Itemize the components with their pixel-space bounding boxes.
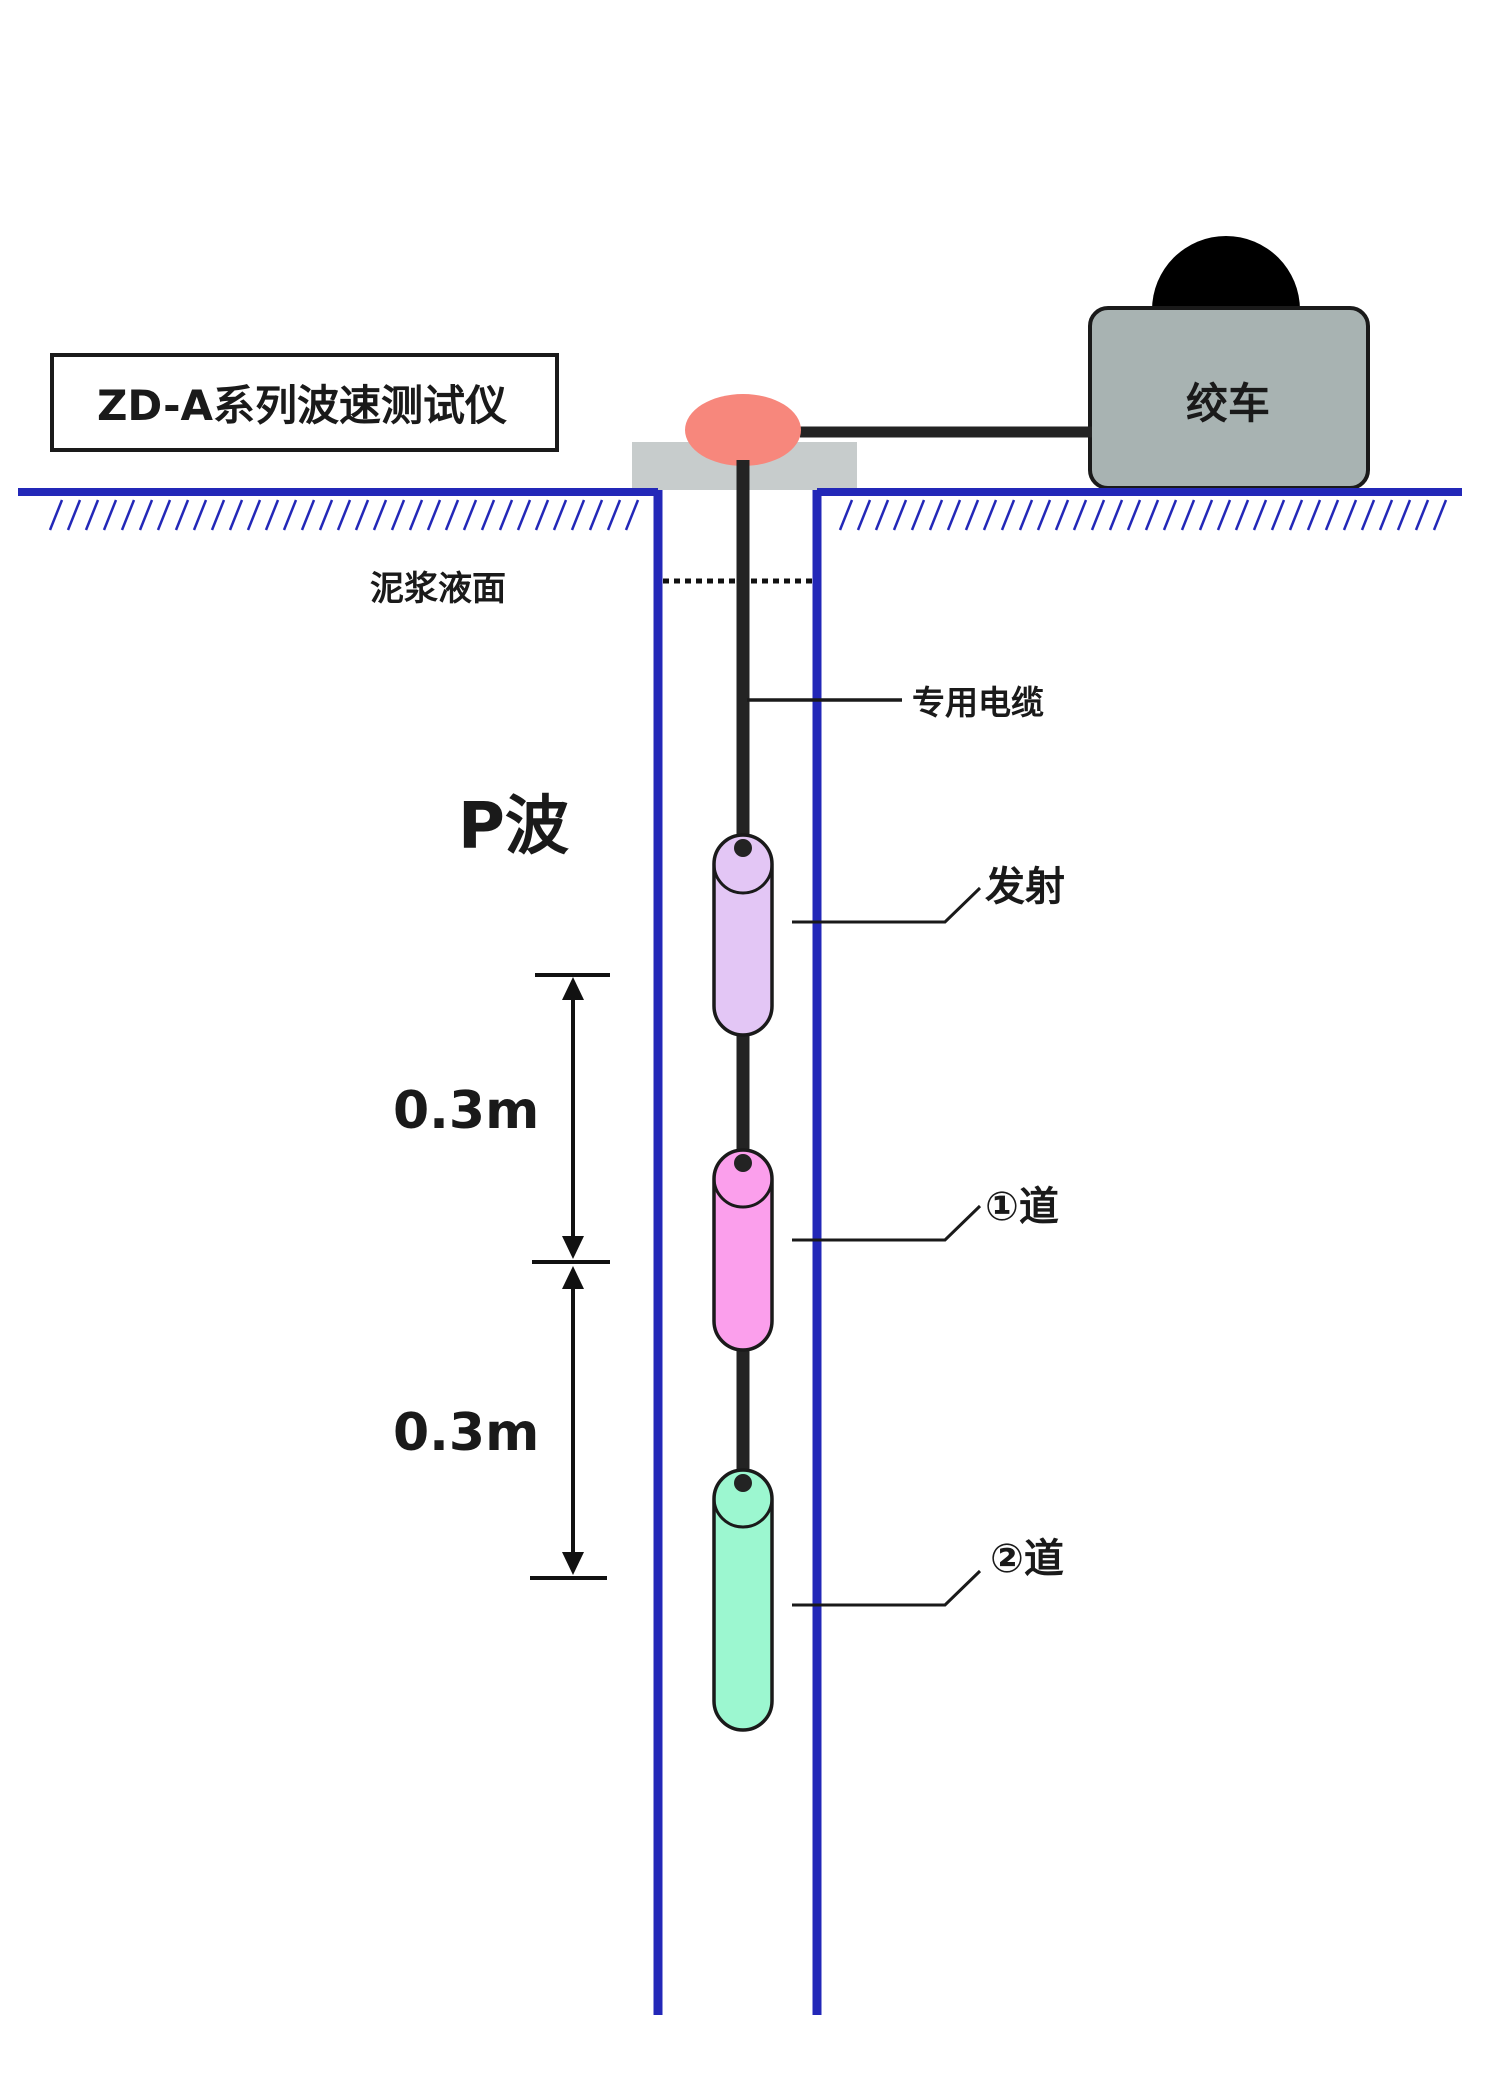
hatch-mark xyxy=(1270,499,1286,531)
hatch-mark xyxy=(210,499,226,531)
hatch-mark xyxy=(552,499,568,531)
hatch-mark xyxy=(1072,499,1088,531)
hatch-mark xyxy=(910,499,926,531)
hatch-mark xyxy=(874,499,890,531)
hatch-mark xyxy=(1036,499,1052,531)
hatch-mark xyxy=(1000,499,1016,531)
hatch-mark xyxy=(946,499,962,531)
hatch-mark xyxy=(138,499,154,531)
hatch-mark xyxy=(1216,499,1232,531)
hatch-mark xyxy=(300,499,316,531)
hatch-mark xyxy=(102,499,118,531)
hatch-mark xyxy=(192,499,208,531)
hatch-mark xyxy=(1144,499,1160,531)
hatch-mark xyxy=(1306,499,1322,531)
hatch-mark xyxy=(982,499,998,531)
hatch-mark xyxy=(372,499,388,531)
hatch-mark xyxy=(588,499,604,531)
cable-label: 专用电缆 xyxy=(912,683,1044,722)
hatch-mark xyxy=(282,499,298,531)
hatch-mark xyxy=(84,499,100,531)
ground-hatching-left xyxy=(48,499,640,531)
transmitter-label: 发射 xyxy=(985,864,1065,910)
hatch-mark xyxy=(1414,499,1430,531)
channel1-leader xyxy=(792,1204,982,1242)
hatch-mark xyxy=(856,499,872,531)
mud-level-label: 泥浆液面 xyxy=(370,569,506,609)
hatch-mark xyxy=(462,499,478,531)
hatch-mark xyxy=(1360,499,1376,531)
hatch-mark xyxy=(1054,499,1070,531)
wave-type-label: P波 xyxy=(458,790,569,864)
hatch-mark xyxy=(66,499,82,531)
hatch-mark xyxy=(174,499,190,531)
hatch-mark xyxy=(1288,499,1304,531)
hatch-mark xyxy=(534,499,550,531)
hatch-mark xyxy=(1018,499,1034,531)
hatch-mark xyxy=(1342,499,1358,531)
channel1-label: ①道 xyxy=(985,1184,1059,1230)
hatch-mark xyxy=(1108,499,1124,531)
hatch-mark xyxy=(48,499,64,531)
hatch-mark xyxy=(480,499,496,531)
hatch-mark xyxy=(318,499,334,531)
hatch-mark xyxy=(1396,499,1412,531)
spacing-dimension xyxy=(530,973,610,1580)
hatch-mark xyxy=(624,499,640,531)
winch-label: 绞车 xyxy=(1186,379,1270,428)
hatch-mark xyxy=(964,499,980,531)
hatch-mark xyxy=(606,499,622,531)
hatch-mark xyxy=(228,499,244,531)
hatch-mark xyxy=(1432,499,1448,531)
hatch-mark xyxy=(1378,499,1394,531)
hatch-mark xyxy=(1162,499,1178,531)
hatch-mark xyxy=(246,499,262,531)
hatch-mark xyxy=(892,499,908,531)
winch: 绞车 xyxy=(1088,236,1370,490)
hatch-mark xyxy=(928,499,944,531)
hatch-mark xyxy=(838,499,854,531)
hatch-mark xyxy=(120,499,136,531)
hatch-mark xyxy=(426,499,442,531)
spacing-lower-label: 0.3m xyxy=(393,1403,539,1463)
arrow-down-icon xyxy=(562,1552,584,1575)
channel2-label: ②道 xyxy=(990,1536,1064,1582)
arrow-up-icon xyxy=(562,1266,584,1289)
spacing-arrowheads xyxy=(562,977,584,1575)
hatch-mark xyxy=(1180,499,1196,531)
hatch-mark xyxy=(1126,499,1142,531)
hatch-mark xyxy=(354,499,370,531)
hatch-mark xyxy=(408,499,424,531)
instrument-label: ZD-A系列波速测试仪 xyxy=(97,381,507,430)
arrow-up-icon xyxy=(562,977,584,1000)
transmitter-leader xyxy=(792,886,982,924)
hatch-mark xyxy=(498,499,514,531)
hatch-mark xyxy=(1090,499,1106,531)
channel2-probe xyxy=(712,1468,774,1732)
hatch-mark xyxy=(516,499,532,531)
channel2-leader xyxy=(792,1569,982,1607)
instrument-label-box: ZD-A系列波速测试仪 xyxy=(50,353,559,452)
pulley-icon xyxy=(685,394,801,466)
hatch-mark xyxy=(390,499,406,531)
transmitter-probe xyxy=(712,833,774,1037)
arrow-down-icon xyxy=(562,1236,584,1259)
hatch-mark xyxy=(570,499,586,531)
hatch-mark xyxy=(156,499,172,531)
ground-hatching-right xyxy=(838,499,1448,531)
hatch-mark xyxy=(264,499,280,531)
hatch-mark xyxy=(444,499,460,531)
hatch-mark xyxy=(1324,499,1340,531)
hatch-mark xyxy=(1252,499,1268,531)
spacing-upper-label: 0.3m xyxy=(393,1081,539,1141)
winch-drum-icon xyxy=(1152,236,1300,310)
hatch-mark xyxy=(1198,499,1214,531)
hatch-mark xyxy=(1234,499,1250,531)
channel1-probe xyxy=(712,1148,774,1352)
hatch-mark xyxy=(336,499,352,531)
